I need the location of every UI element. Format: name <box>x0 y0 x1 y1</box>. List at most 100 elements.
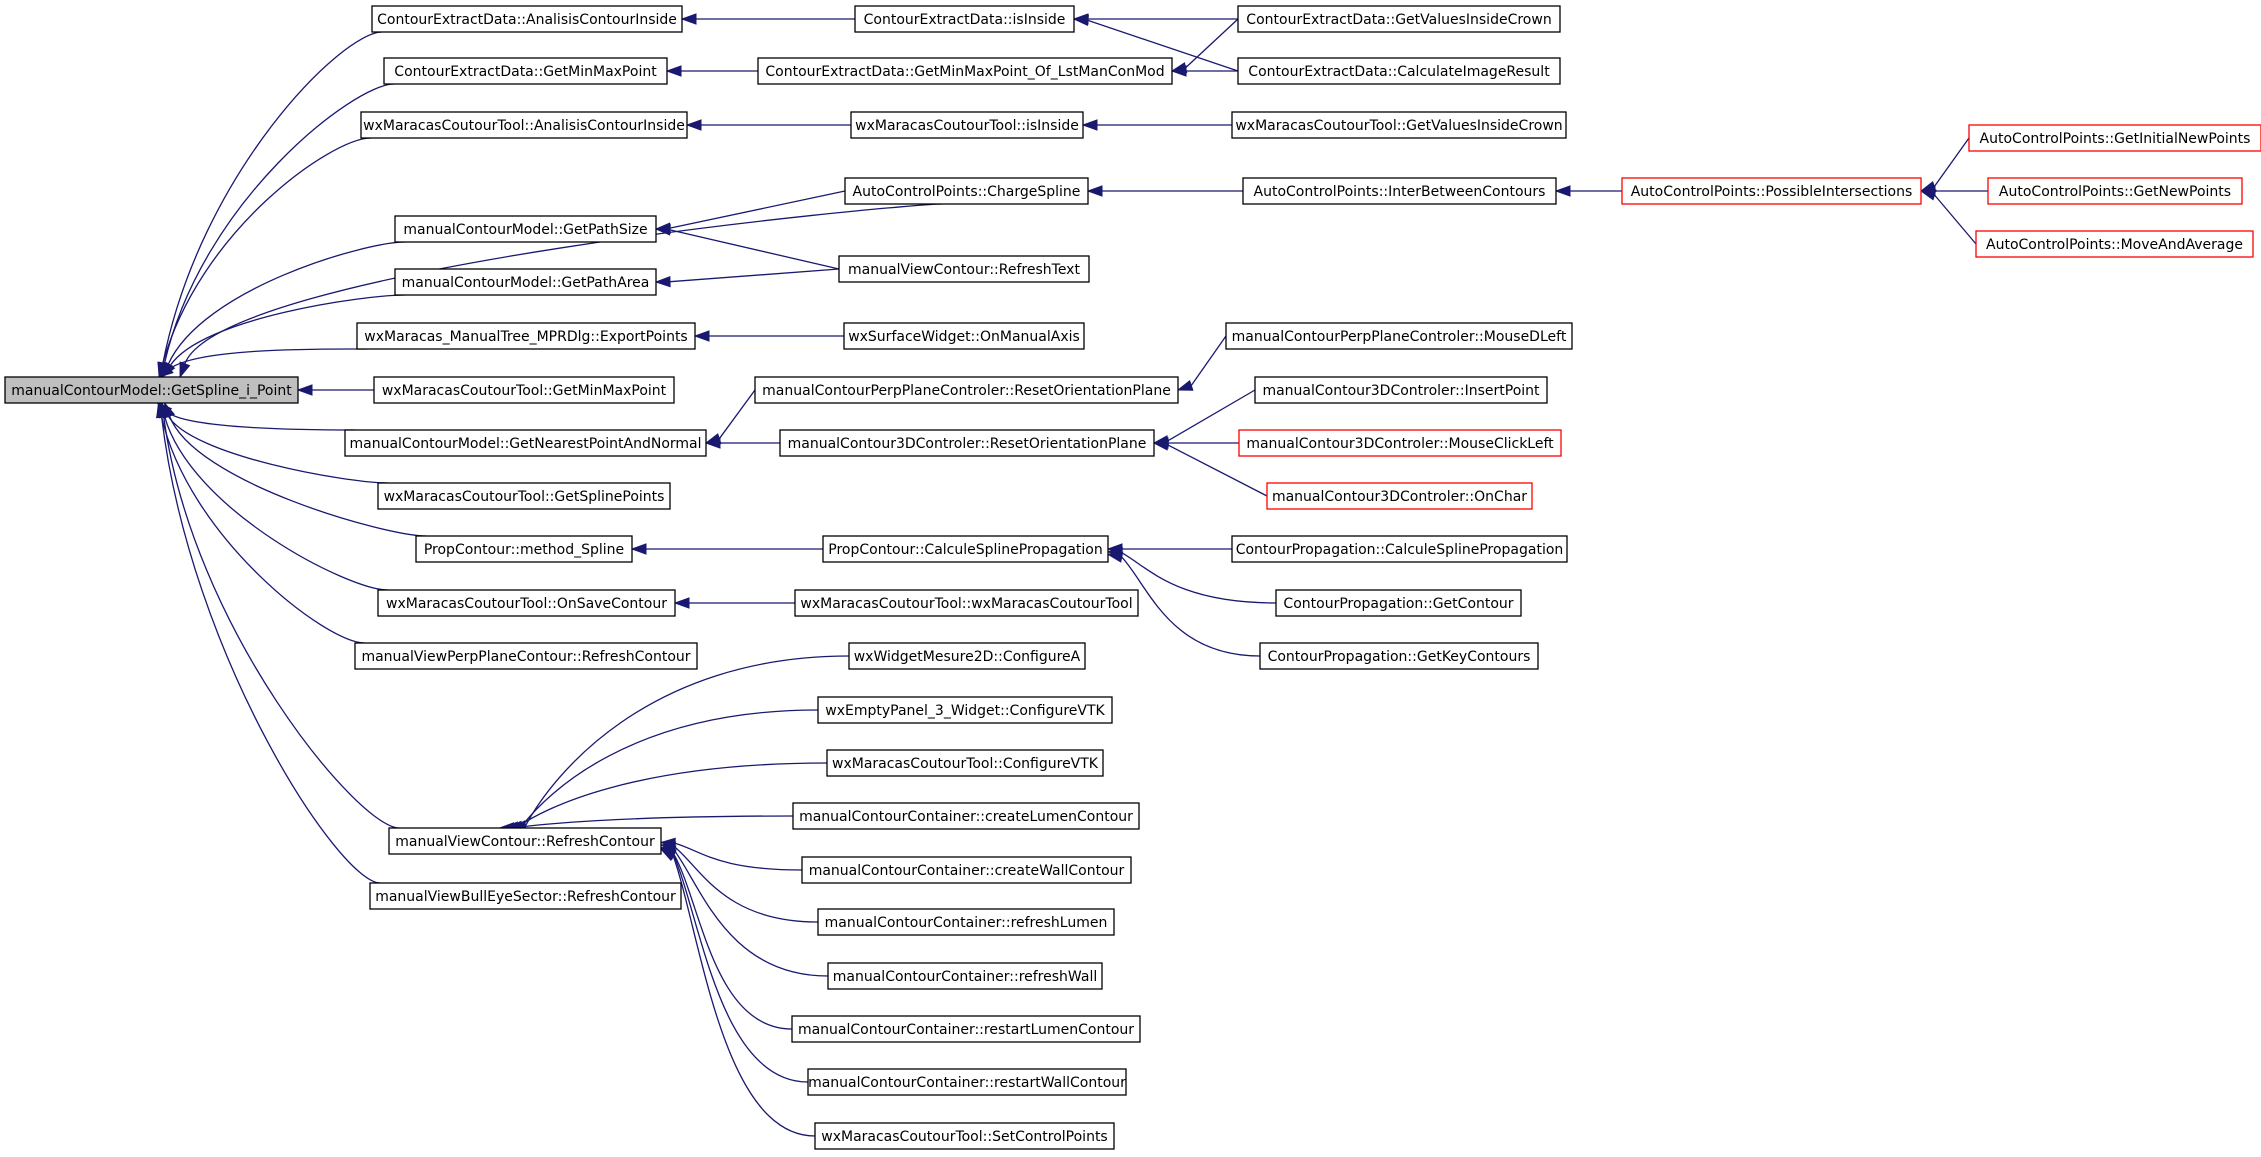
function-node[interactable]: AutoControlPoints::GetInitialNewPoints <box>1968 124 2261 152</box>
function-node-box <box>356 322 696 350</box>
function-node[interactable]: PropContour::method_Spline <box>415 535 633 563</box>
function-node[interactable]: manualContour3DControler::MouseClickLeft <box>1238 429 1562 457</box>
function-node-box <box>1987 177 2243 205</box>
function-node[interactable]: manualViewPerpPlaneContour::RefreshConto… <box>354 642 698 670</box>
function-node-label: manualContourPerpPlaneControler::MouseDL… <box>1232 329 1567 345</box>
call-edge <box>157 348 368 378</box>
function-node[interactable]: manualViewContour::RefreshContour <box>388 827 662 855</box>
function-node[interactable]: manualContourContainer::refreshWall <box>827 962 1103 990</box>
function-node-box <box>1231 111 1567 139</box>
function-node-box <box>360 111 688 139</box>
function-node[interactable]: manualContour3DControler::ResetOrientati… <box>779 429 1155 457</box>
call-edge <box>1106 551 1261 657</box>
function-node[interactable]: PropContour::CalculeSplinePropagation <box>822 535 1109 563</box>
function-node[interactable]: AutoControlPoints::GetNewPoints <box>1987 177 2243 205</box>
function-node[interactable]: ContourPropagation::CalculeSplinePropaga… <box>1231 535 1568 563</box>
function-node-box <box>757 57 1173 85</box>
function-node[interactable]: manualContourContainer::restartWallConto… <box>807 1068 1127 1096</box>
function-node-box <box>848 642 1086 670</box>
function-node[interactable]: wxMaracasCoutourTool::OnSaveContour <box>377 589 676 617</box>
function-node-label: wxMaracasCoutourTool::GetValuesInsideCro… <box>1235 118 1562 134</box>
function-node[interactable]: wxSurfaceWidget::OnManualAxis <box>843 322 1085 350</box>
function-node[interactable]: wxMaracasCoutourTool::SetControlPoints <box>814 1122 1115 1150</box>
function-node[interactable]: manualContourContainer::refreshLumen <box>817 908 1115 936</box>
function-node[interactable]: wxMaracas_ManualTree_MPRDlg::ExportPoint… <box>356 322 696 350</box>
call-edge <box>685 119 851 131</box>
function-node[interactable]: AutoControlPoints::InterBetweenContours <box>1242 177 1557 205</box>
function-node[interactable]: AutoControlPoints::ChargeSpline <box>844 177 1089 205</box>
function-node-box <box>801 856 1132 884</box>
function-node[interactable]: manualContourModel::GetNearestPointAndNo… <box>344 429 707 457</box>
function-node[interactable]: wxWidgetMesure2D::ConfigureA <box>848 642 1086 670</box>
function-node[interactable]: manualContourModel::GetPathArea <box>394 268 657 296</box>
function-node-label: wxSurfaceWidget::OnManualAxis <box>848 329 1080 345</box>
function-node-label: wxMaracasCoutourTool::OnSaveContour <box>386 596 667 612</box>
function-node[interactable]: manualContourContainer::createLumenConto… <box>792 802 1140 830</box>
function-node-label: AutoControlPoints::ChargeSpline <box>853 184 1081 200</box>
function-node-label: AutoControlPoints::GetInitialNewPoints <box>1980 131 2251 147</box>
call-edge <box>502 762 828 833</box>
function-node-label: manualContour3DControler::InsertPoint <box>1262 383 1540 399</box>
function-node[interactable]: wxMaracasCoutourTool::wxMaracasCoutourTo… <box>794 589 1139 617</box>
function-node-label: wxEmptyPanel_3_Widget::ConfigureVTK <box>825 703 1105 719</box>
function-node[interactable]: wxMaracasCoutourTool::GetMinMaxPoint <box>373 376 675 404</box>
function-node[interactable]: AutoControlPoints::PossibleIntersections <box>1621 177 1922 205</box>
function-node-label: manualViewContour::RefreshText <box>848 262 1080 278</box>
function-node[interactable]: wxMaracasCoutourTool::ConfigureVTK <box>826 749 1104 777</box>
function-node[interactable]: ContourExtractData::GetValuesInsideCrown <box>1237 5 1561 33</box>
function-node[interactable]: manualContour3DControler::OnChar <box>1266 482 1533 510</box>
function-node-label: manualViewPerpPlaneContour::RefreshConto… <box>361 649 690 665</box>
function-node[interactable]: wxMaracasCoutourTool::GetValuesInsideCro… <box>1231 111 1567 139</box>
function-node-box <box>1238 429 1562 457</box>
function-node[interactable]: manualContour3DControler::InsertPoint <box>1254 376 1548 404</box>
function-nodes: manualContourModel::GetSpline_i_PointCon… <box>4 5 2261 1150</box>
function-node[interactable]: manualContourPerpPlaneControler::MouseDL… <box>1225 322 1573 350</box>
function-node-box <box>354 642 698 670</box>
function-node-box <box>1621 177 1922 205</box>
function-node[interactable]: ContourExtractData::GetMinMaxPoint <box>383 57 668 85</box>
function-node[interactable]: ContourExtractData::GetMinMaxPoint_Of_Ls… <box>757 57 1173 85</box>
function-node[interactable]: wxMaracasCoutourTool::isInside <box>850 111 1084 139</box>
function-node-box <box>754 376 1179 404</box>
function-node-box <box>1275 589 1522 617</box>
function-node[interactable]: wxEmptyPanel_3_Widget::ConfigureVTK <box>817 696 1113 724</box>
function-node[interactable]: ContourPropagation::GetKeyContours <box>1259 642 1539 670</box>
function-node-box <box>1237 5 1561 33</box>
function-node-box <box>388 827 662 855</box>
call-edge <box>1170 65 1238 77</box>
function-node[interactable]: manualContourModel::GetPathSize <box>394 215 657 243</box>
function-node-label: manualContourContainer::restartWallConto… <box>808 1075 1126 1091</box>
function-node[interactable]: manualContourContainer::createWallContou… <box>801 856 1132 884</box>
call-edge <box>704 437 780 449</box>
function-node[interactable]: manualContourContainer::restartLumenCont… <box>791 1015 1141 1043</box>
function-node-label: ContourPropagation::CalculeSplinePropaga… <box>1236 542 1564 558</box>
function-node[interactable]: manualViewBullEyeSector::RefreshContour <box>369 882 682 910</box>
function-node[interactable]: manualViewContour::RefreshText <box>838 255 1090 283</box>
function-node[interactable]: ContourPropagation::GetContour <box>1275 589 1522 617</box>
call-edge <box>156 401 381 884</box>
function-node-box <box>1225 322 1573 350</box>
root-function-node[interactable]: manualContourModel::GetSpline_i_Point <box>4 376 299 404</box>
function-node-label: wxMaracasCoutourTool::GetSplinePoints <box>384 489 665 505</box>
call-edge <box>654 190 846 234</box>
call-edge <box>1072 14 1239 72</box>
function-node[interactable]: manualContourPerpPlaneControler::ResetOr… <box>754 376 1179 404</box>
function-node[interactable]: ContourExtractData::CalculateImageResult <box>1237 57 1561 85</box>
function-node-box <box>4 376 299 404</box>
function-node-box <box>377 482 671 510</box>
function-node[interactable]: ContourExtractData::isInside <box>854 5 1075 33</box>
call-edge <box>680 13 855 25</box>
function-node-label: manualContourContainer::refreshLumen <box>825 915 1108 931</box>
function-node-box <box>1975 230 2254 258</box>
function-node-label: wxMaracasCoutourTool::AnalisisContourIns… <box>363 118 685 134</box>
function-node-label: PropContour::method_Spline <box>424 542 624 558</box>
function-node[interactable]: ContourExtractData::AnalisisContourInsid… <box>371 5 683 33</box>
function-node-label: manualContourContainer::createLumenConto… <box>799 809 1133 825</box>
function-node-label: ContourExtractData::GetValuesInsideCrown <box>1246 12 1551 28</box>
function-node-label: wxMaracas_ManualTree_MPRDlg::ExportPoint… <box>364 329 687 345</box>
function-node[interactable]: wxMaracasCoutourTool::GetSplinePoints <box>377 482 671 510</box>
function-node[interactable]: AutoControlPoints::MoveAndAverage <box>1975 230 2254 258</box>
call-edge <box>654 224 840 270</box>
function-node[interactable]: wxMaracasCoutourTool::AnalisisContourIns… <box>360 111 688 139</box>
function-node-label: ContourExtractData::GetMinMaxPoint_Of_Ls… <box>765 64 1164 80</box>
